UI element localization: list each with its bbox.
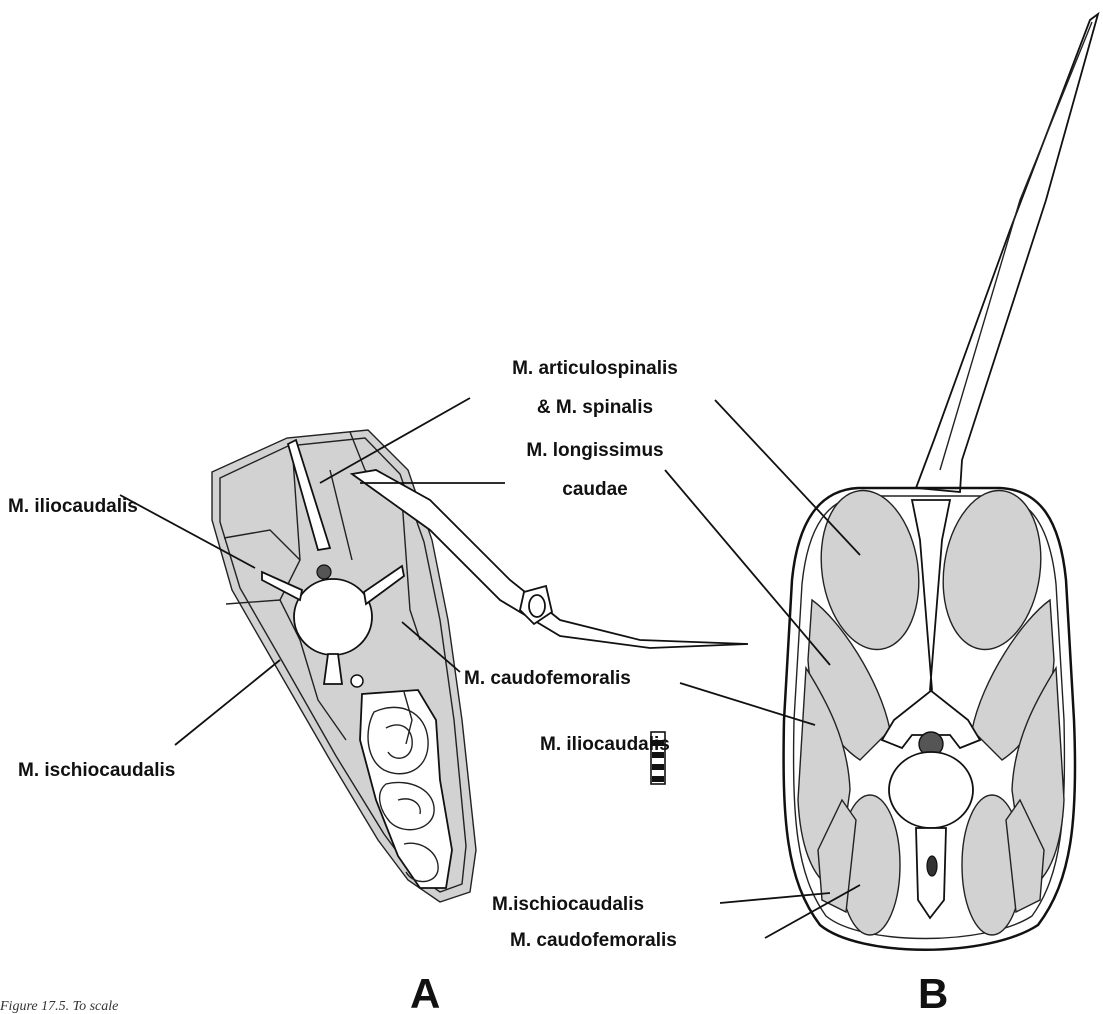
- section-b: [784, 14, 1098, 950]
- label-b-ischiocaudalis: M.ischiocaudalis: [492, 894, 644, 915]
- centrum-a: [294, 579, 372, 655]
- label-a-ischiocaudalis: M. ischiocaudalis: [18, 760, 175, 781]
- section-a: [212, 430, 748, 902]
- label-articulospinalis-line2: & M. spinalis: [537, 397, 653, 418]
- centrum-b: [889, 752, 973, 828]
- label-articulospinalis-line1: M. articulospinalis: [512, 358, 678, 379]
- panel-label-b: B: [918, 970, 948, 1014]
- label-b-caudofemoralis: M. caudofemoralis: [510, 930, 677, 951]
- label-a-caudofemoralis: M. caudofemoralis: [464, 668, 631, 689]
- panel-label-a: A: [410, 970, 440, 1014]
- figure-caption: Figure 17.5. To scale: [0, 999, 118, 1014]
- label-b-iliocaudalis: M. iliocaudalis: [540, 734, 670, 755]
- label-longissimus-line1: M. longissimus: [526, 440, 663, 461]
- label-a-iliocaudalis: M. iliocaudalis: [8, 496, 138, 517]
- neural-spine-b: [916, 14, 1098, 492]
- label-longissimus-line2: caudae: [562, 479, 627, 500]
